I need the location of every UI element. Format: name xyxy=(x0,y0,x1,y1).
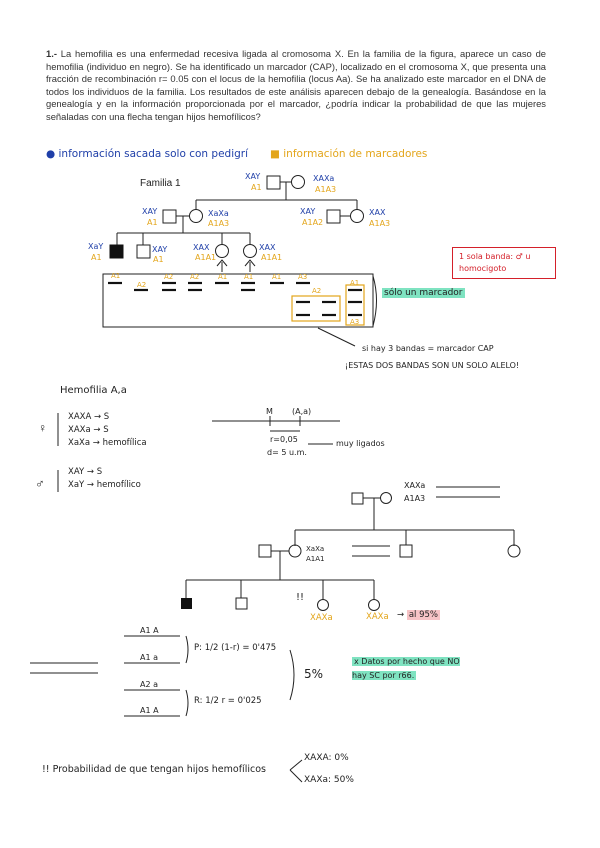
gen3-male-symbol xyxy=(136,244,151,259)
gen2-male-left-marker: A1 xyxy=(147,218,158,227)
p-formula: P: 1/2 (1-r) = 0'475 xyxy=(194,643,277,653)
map-locus: (A,a) xyxy=(292,407,312,416)
gen1-male-genotype: XAY xyxy=(245,172,261,181)
question-text: 1.- La hemofilia es una enfermedad reces… xyxy=(46,48,546,124)
warning-mark: !! xyxy=(296,592,305,603)
gel-label: A1 xyxy=(218,273,228,281)
mother-top-marker: A1A3 xyxy=(404,494,426,503)
data-note: x Datos por hecho que NO hay SC por r66. xyxy=(352,657,460,680)
gen2-male-left-genotype: XAY xyxy=(142,207,158,216)
male-icon: ♂ xyxy=(35,476,45,491)
gen1-male-marker: A1 xyxy=(251,183,262,192)
gel-label: A2 xyxy=(312,287,322,295)
same-allele-note: ¡ESTAS DOS BANDAS SON UN SOLO ALELO! xyxy=(345,361,520,370)
result-1: XAXA: 0% xyxy=(304,753,349,763)
gen2-male-right-symbol xyxy=(326,209,341,224)
male-genotypes: XAY → S XaY → hemofílico xyxy=(68,466,141,492)
mother-top-genotype: XAXa xyxy=(404,481,426,490)
gen2-female-right-marker: A1A3 xyxy=(369,219,391,228)
arrow-left-genotype: XAXa xyxy=(310,613,333,623)
gen1-female-genotype: XAXa xyxy=(313,174,335,183)
legend-pedigree-label: información sacada solo con pedigrí xyxy=(58,148,249,160)
gen3-affected-genotype: XaY xyxy=(88,242,104,251)
gamete-1: A1 A xyxy=(140,626,159,635)
gel-bands xyxy=(108,281,362,317)
female-row: XAXA → S xyxy=(68,412,110,422)
gen3-male-marker: A1 xyxy=(153,255,164,264)
question-body: La hemofilia es una enfermedad recesiva … xyxy=(46,48,546,122)
gel-label: A3 xyxy=(298,273,308,281)
gen2-female-left-symbol xyxy=(189,209,203,223)
only-marker-note: sólo un marcador xyxy=(382,288,465,298)
gel-label: A1 xyxy=(350,279,360,287)
gen3-female-a-genotype: XAX xyxy=(193,243,210,252)
gel-label: A1 xyxy=(244,273,254,281)
gen1-female-marker: A1A3 xyxy=(315,185,337,194)
gen3-male-genotype: XAY xyxy=(152,245,168,254)
male-row: XaY → hemofílico xyxy=(68,480,141,490)
gen3-female-a-symbol xyxy=(215,244,229,258)
al95-note: → al 95% xyxy=(397,610,440,620)
gen3-affected-symbol xyxy=(109,244,124,259)
r-formula: R: 1/2 r = 0'025 xyxy=(194,696,262,706)
female-row: XAXa → S xyxy=(68,425,109,435)
final-question: !! Probabilidad de que tengan hijos hemo… xyxy=(42,764,266,775)
gen3-female-b-genotype: XAX xyxy=(259,243,276,252)
map-r: r=0,05 xyxy=(270,435,298,444)
result-2: XAXa: 50% xyxy=(304,775,354,785)
notes-title: Hemofilia A,a xyxy=(60,385,127,396)
gamete-2: A1 a xyxy=(140,653,159,662)
note-box: 1 sola banda: ♂ u homocigoto xyxy=(452,247,556,279)
gen1-female-symbol xyxy=(291,175,305,189)
gel-label: A3 xyxy=(350,318,360,326)
gen3-female-b-symbol xyxy=(243,244,257,258)
gen3-female-b-marker: A1A1 xyxy=(261,253,283,262)
gamete-4: A1 A xyxy=(140,706,159,715)
square-bullet-icon: ■ xyxy=(270,148,280,160)
legend-marker: ■ información de marcadores xyxy=(270,148,427,160)
gel-label: A2 xyxy=(190,273,200,281)
gen3-female-a-marker: A1A1 xyxy=(195,253,217,262)
bullet-icon: ● xyxy=(46,148,56,160)
gel-label: A1 xyxy=(111,272,121,280)
gen2-male-right-genotype: XAY xyxy=(300,207,316,216)
map-m: M xyxy=(266,407,273,416)
map-linked: muy ligados xyxy=(336,439,385,448)
female-genotypes: XAXA → S XAXa → S XaXa → hemofílica xyxy=(68,411,147,450)
family-label: Familia 1 xyxy=(140,178,181,189)
gamete-3: A2 a xyxy=(140,680,159,689)
arrow-right-genotype: XAXa xyxy=(366,612,389,622)
gel-box xyxy=(102,273,374,328)
male-row: XAY → S xyxy=(68,467,103,477)
gen2-female-right-symbol xyxy=(350,209,364,223)
gen2-male-right-marker: A1A2 xyxy=(302,218,324,227)
mid-female-marker: A1A1 xyxy=(306,555,325,563)
legend-marker-label: información de marcadores xyxy=(283,148,428,160)
question-number: 1.- xyxy=(46,48,57,59)
gel-label: A1 xyxy=(272,273,282,281)
mid-female-genotype: XaXa xyxy=(306,545,325,553)
map-d: d= 5 u.m. xyxy=(267,448,307,457)
gen3-affected-marker: A1 xyxy=(91,253,102,262)
gen2-male-left-symbol xyxy=(162,209,177,224)
three-bands-note: si hay 3 bandas = marcador CAP xyxy=(362,344,494,353)
legend-pedigree: ● información sacada solo con pedigrí xyxy=(46,148,248,160)
gen1-male-symbol xyxy=(266,175,281,190)
gen2-female-right-genotype: XAX xyxy=(369,208,386,217)
gen2-female-left-genotype: XaXa xyxy=(208,209,229,218)
gel-label: A2 xyxy=(137,281,147,289)
five-pct: 5% xyxy=(304,667,324,681)
female-row: XaXa → hemofílica xyxy=(68,438,147,448)
gel-label: A2 xyxy=(164,273,174,281)
female-icon: ♀ xyxy=(38,421,47,435)
gen2-female-left-marker: A1A3 xyxy=(208,219,230,228)
